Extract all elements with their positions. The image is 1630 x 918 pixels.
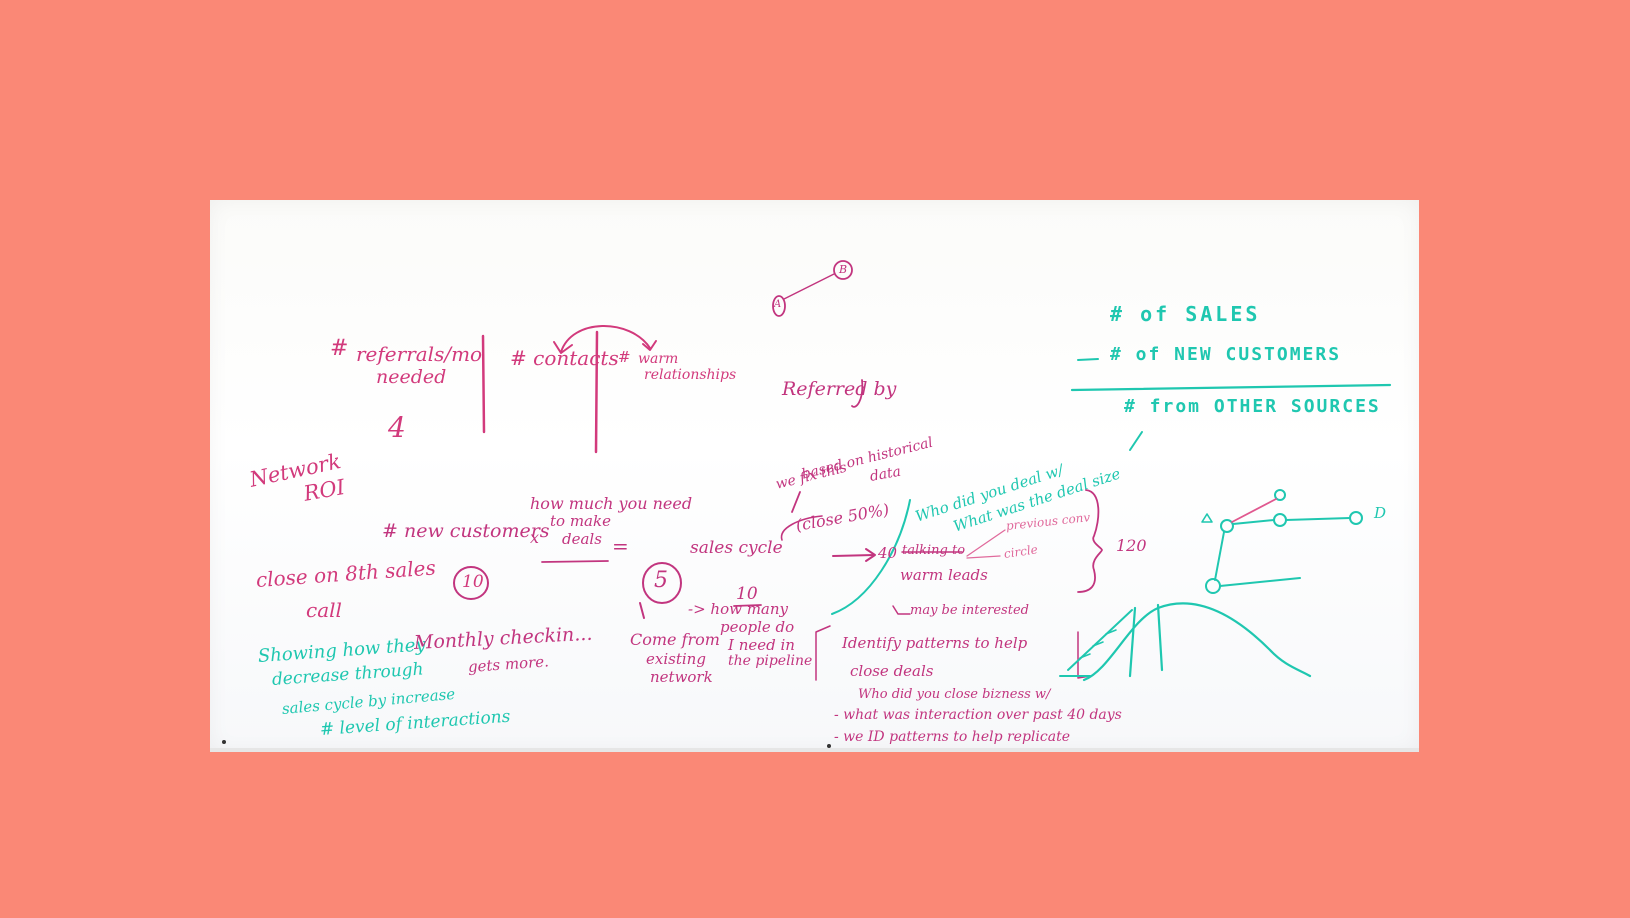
come-line-2: existing (646, 650, 706, 668)
circled-five: 5 (654, 568, 668, 593)
board-tray (210, 748, 1419, 752)
how-many-line-2: people do (720, 618, 795, 636)
may-be-arrow (892, 605, 911, 615)
warm-label: warm (638, 351, 679, 367)
arc-arrowhead-right (642, 340, 657, 351)
board-dot-1 (222, 740, 226, 744)
graph-node-5 (1205, 578, 1221, 594)
fix-bracket (791, 491, 801, 513)
brace (1077, 489, 1103, 593)
curve-diagonal (1067, 609, 1133, 671)
may-be-interested: may be interested (910, 603, 1029, 618)
graph-node-3 (1274, 489, 1286, 501)
how-many-line-4: the pipeline (728, 653, 813, 669)
patterns-line-3: Who did you close bizness w/ (858, 687, 1051, 702)
node-a-label: A (774, 299, 782, 310)
circle-ten (453, 566, 489, 600)
circle-five (642, 562, 682, 604)
referrals-value: 4 (388, 411, 406, 444)
arrow-to-forty (832, 554, 875, 557)
referred-hook (851, 379, 864, 408)
close-value: 10 (462, 572, 484, 592)
close-paren (780, 515, 823, 541)
board-dot-2 (827, 744, 831, 748)
need-line-1: how much you need (530, 494, 693, 513)
patterns-line-4: - what was interaction over past 40 days (834, 707, 1122, 723)
curve-hatch (1079, 629, 1117, 659)
arc-arrowhead-left (553, 341, 573, 354)
talking-to: talking to (902, 543, 966, 558)
come-line-3: network (650, 668, 713, 686)
marker-strokes (222, 260, 1392, 748)
contacts-label: # contacts (510, 346, 619, 370)
forty-value: 40 (878, 544, 898, 562)
bracket-total: 120 (1116, 536, 1147, 555)
patterns-line-1: Identify patterns to help (842, 634, 1028, 652)
divider-line-2 (594, 330, 599, 454)
new-customers-label: # new customers (382, 520, 550, 542)
ten-underline (733, 604, 762, 607)
graph-edge-3 (1285, 517, 1351, 521)
separator-tick (1129, 431, 1143, 451)
node-a-circle (772, 295, 786, 317)
warm-relationships: relationships (644, 367, 737, 383)
sales-cycle: sales cycle (690, 538, 783, 558)
arrow-previous (966, 529, 1006, 557)
how-many-line-1: -> how many (688, 600, 789, 618)
graph-edge-1 (1232, 519, 1275, 525)
graph-node-4 (1349, 511, 1363, 525)
graph-edge-4 (1214, 531, 1225, 581)
graph-node-1 (1220, 519, 1234, 533)
whiteboard: # referrals/mo needed 4 # contacts # war… (210, 200, 1419, 752)
referrals-hash: # (330, 336, 349, 361)
referred-by: Referred by (782, 378, 897, 400)
warm-hash: # (618, 348, 631, 366)
arrow-to-forty-head (865, 548, 876, 562)
warm-leads: warm leads (900, 566, 988, 584)
graph-node-2 (1273, 513, 1287, 527)
ten-value: 10 (736, 584, 758, 604)
graph-edge-5 (1219, 577, 1301, 587)
graph-label: D (1374, 504, 1387, 522)
new-customers-count: # of NEW CUSTOMERS (1110, 344, 1342, 365)
formula-underline (541, 560, 609, 563)
bell-curve (1082, 602, 1312, 682)
how-many-line-3: I need in (728, 636, 795, 654)
graph-marker (1201, 513, 1213, 523)
divider-line-1 (481, 334, 486, 434)
curve-line-1 (1128, 606, 1137, 678)
patterns-line-2: close deals (850, 662, 934, 680)
other-sources-count: # from OTHER SOURCES (1124, 396, 1381, 417)
need-line-3: deals (562, 530, 602, 548)
graph-edge-2 (1231, 498, 1277, 523)
times-sign: x (530, 528, 540, 547)
ab-link (783, 273, 835, 300)
dash-left (1077, 358, 1099, 361)
sales-count: # of SALES (1110, 302, 1261, 326)
node-b-label: B (839, 263, 848, 276)
equals-sign: = (612, 534, 629, 558)
node-b-circle (833, 260, 853, 280)
box-left (815, 625, 831, 681)
referrals-needed: needed (376, 366, 447, 388)
need-line-2: to make (550, 512, 611, 530)
patterns-line-5: - we ID patterns to help replicate (834, 729, 1070, 745)
teal-curve (831, 499, 911, 615)
contacts-arc (560, 325, 651, 353)
separator (1070, 383, 1392, 392)
curve-line-2 (1156, 603, 1164, 672)
arrow-circle (966, 555, 1001, 559)
come-line-1: Come from (630, 630, 720, 649)
five-tick (639, 602, 645, 619)
referrals-label: referrals/mo (356, 342, 483, 366)
close-line-2: call (306, 598, 342, 622)
